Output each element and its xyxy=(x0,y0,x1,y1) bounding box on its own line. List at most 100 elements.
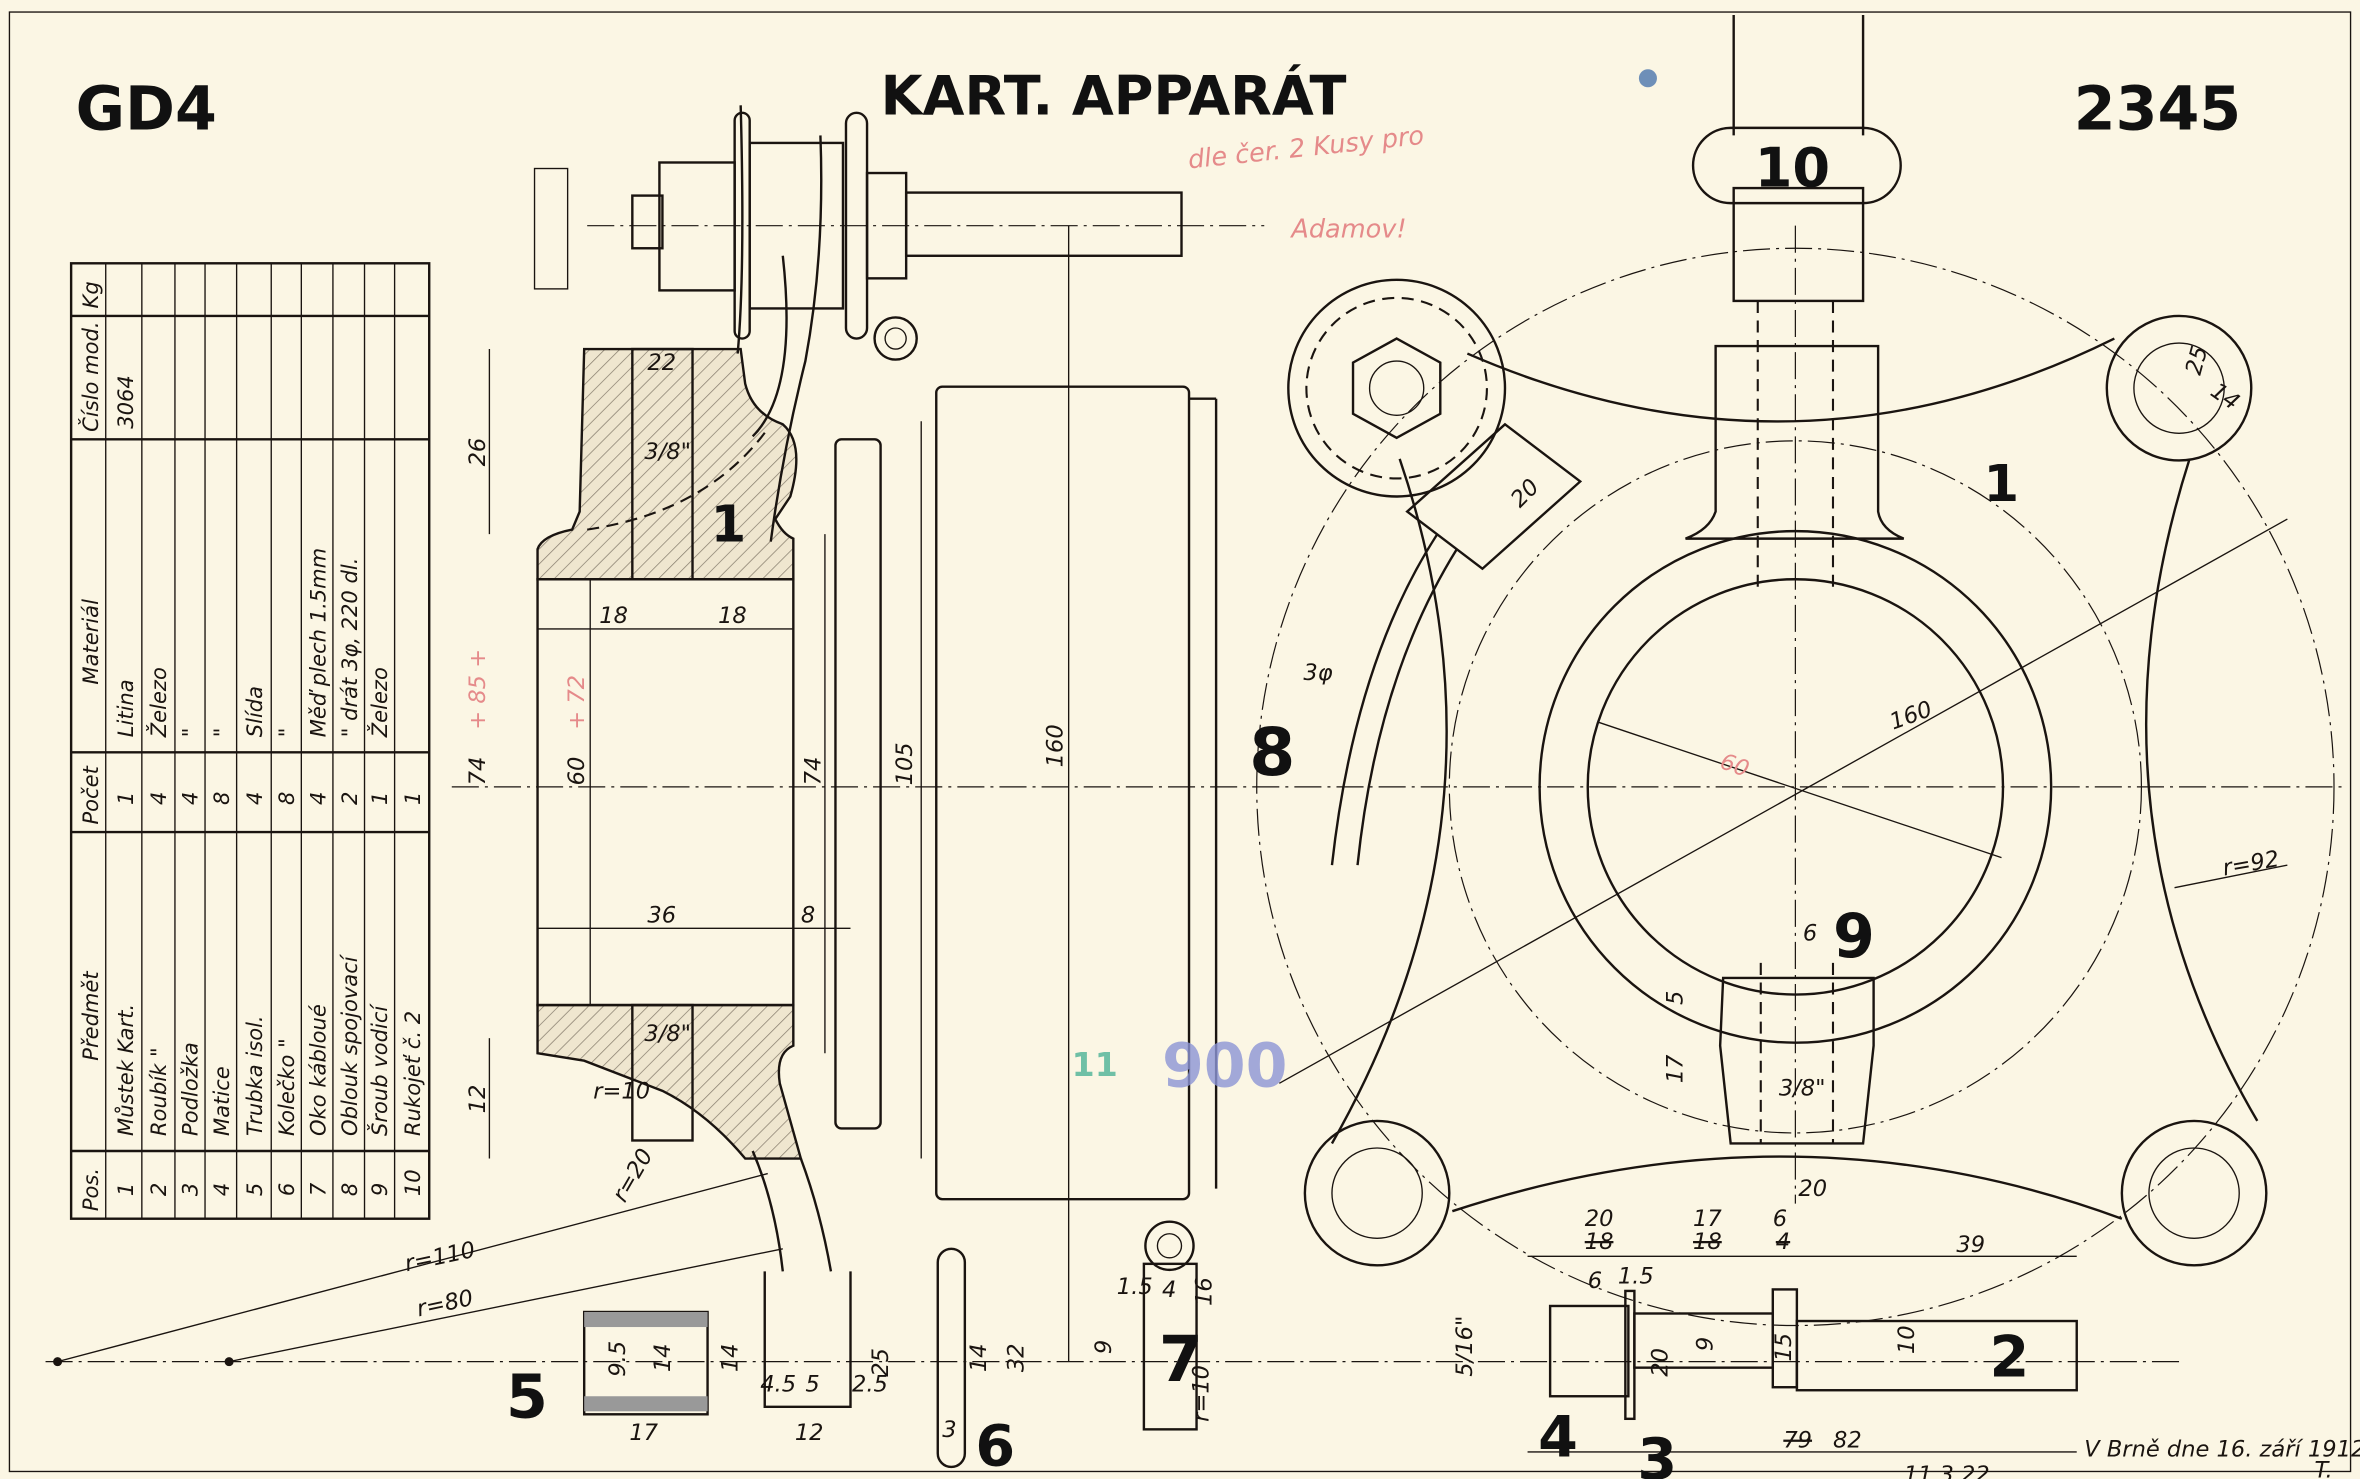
ink-spot xyxy=(1638,69,1657,88)
parts-row-8-material: " drát 3φ, 220 dl. xyxy=(337,558,362,738)
parts-row-5-material: Slída xyxy=(242,686,267,737)
header-material: Materiál xyxy=(78,599,103,685)
parts-row-8-pos: 8 xyxy=(337,1183,362,1196)
dimension-label: 18 xyxy=(1693,1229,1722,1255)
top-shaft-assembly xyxy=(533,111,1265,361)
parts-row-2-item: Roubík " xyxy=(146,1047,171,1136)
part-label-6: 6 xyxy=(975,1413,1015,1479)
dimension-label: 14 xyxy=(966,1343,992,1372)
header-kg: Kg xyxy=(78,281,103,308)
main-plate xyxy=(935,385,1191,1201)
dimension-label: 18 xyxy=(599,603,628,629)
parts-row-3-count: 4 xyxy=(178,792,203,805)
dimension-label: 5/16" xyxy=(1452,1316,1478,1377)
parts-row-2-material: Železo xyxy=(146,667,171,738)
parts-row-6-item: Kolečko " xyxy=(274,1038,299,1136)
part-label-1-front: 1 xyxy=(1983,455,2019,514)
part-labels: 1 1 2 3 4 5 6 7 8 9 10 xyxy=(506,137,2029,1479)
part-label-9: 9 xyxy=(1833,902,1875,972)
parts-row-9-item: Šroub vodicí xyxy=(367,1003,392,1136)
parts-row-7-material: Měď plech 1.5mm xyxy=(305,548,330,737)
dimensions: 22 3/8" 18 18 26 74 60 74 105 160 36 8 1… xyxy=(402,343,2281,1453)
dimension-label: 3 xyxy=(942,1417,956,1443)
part-label-8: 8 xyxy=(1249,714,1295,791)
dimension-label: 79 xyxy=(1783,1427,1812,1453)
parts-row-4-material: " xyxy=(209,728,234,738)
part-label-10: 10 xyxy=(1755,137,1830,200)
parts-row-7-pos: 7 xyxy=(305,1182,330,1196)
red-mark-85: + 85 + xyxy=(465,649,491,730)
parts-row-10-count: 1 xyxy=(400,792,425,805)
parts-row-6-material: " xyxy=(274,728,299,738)
parts-row-5-count: 4 xyxy=(242,792,267,805)
drawing-number: 2345 xyxy=(2074,74,2241,144)
small-parts xyxy=(582,1220,2078,1469)
dimension-label: r=10 xyxy=(593,1078,650,1104)
header-item: Předmět xyxy=(78,971,103,1061)
parts-row-2-pos: 2 xyxy=(146,1183,171,1196)
parts-row-6-pos: 6 xyxy=(274,1183,299,1196)
red-note-line2: Adamov! xyxy=(1289,215,1406,245)
dimension-label: 18 xyxy=(1585,1229,1614,1255)
dimension-label: 3/8" xyxy=(1779,1075,1826,1101)
header-pos: Pos. xyxy=(78,1168,103,1211)
dimension-label: 9.5 xyxy=(605,1341,631,1377)
dimension-label: 4 xyxy=(1162,1277,1176,1303)
dimension-label: 9 xyxy=(1693,1337,1719,1351)
parts-row-1-count: 1 xyxy=(113,792,138,805)
parts-row-10-pos: 10 xyxy=(400,1169,425,1196)
section-view-part-1 xyxy=(53,105,851,1367)
dimension-label: 8 xyxy=(801,902,815,928)
parts-row-9-pos: 9 xyxy=(367,1183,392,1196)
parts-row-7-item: Oko kábloué xyxy=(305,1004,330,1136)
dimension-label: 15 xyxy=(1771,1333,1797,1362)
dimension-label: 25 xyxy=(868,1348,894,1377)
dimension-label: 20 xyxy=(1798,1176,1827,1202)
parts-row-9-material: Železo xyxy=(367,667,392,738)
border xyxy=(8,11,2352,1473)
dimension-label: 17 xyxy=(629,1420,658,1446)
dimension-label: 2.5 xyxy=(852,1372,888,1398)
dimension-label: 39 xyxy=(1956,1232,1985,1258)
dimension-label: 16 xyxy=(1192,1277,1218,1306)
parts-row-1-pos: 1 xyxy=(113,1183,138,1196)
part-label-1-section: 1 xyxy=(711,496,747,555)
dimension-label: 12 xyxy=(795,1420,824,1446)
dimension-label: 160 xyxy=(1043,724,1069,767)
dimension-label: 82 xyxy=(1833,1427,1862,1453)
header-count: Počet xyxy=(78,765,103,824)
revision-date: 11.3.22 xyxy=(1904,1462,1990,1479)
parts-list-table: Pos. Předmět Počet Materiál Číslo mod. K… xyxy=(69,262,431,1220)
dimension-label: 6 xyxy=(1588,1268,1602,1294)
parts-row-4-count: 8 xyxy=(209,792,234,805)
dimension-label: 4.5 xyxy=(760,1372,796,1398)
parts-row-3-item: Podložka xyxy=(178,1042,203,1136)
drafter-initial: T. xyxy=(2314,1457,2332,1479)
red-mark-72: + 72 xyxy=(564,675,590,730)
place-date: V Brně dne 16. září 1912 xyxy=(2084,1436,2360,1462)
parts-row-1-item: Můstek Kart. xyxy=(113,1004,138,1136)
green-stamp: 11 xyxy=(1072,1045,1118,1084)
dimension-label: 5 xyxy=(1663,991,1689,1005)
dimension-label: 20 xyxy=(1550,1364,1579,1390)
dimension-label: 26 xyxy=(465,438,491,467)
parts-row-8-item: Oblouk spojovací xyxy=(337,953,362,1136)
parts-row-3-pos: 3 xyxy=(178,1183,203,1196)
part-label-3: 3 xyxy=(1637,1427,1677,1479)
parts-row-1-model-no: 3064 xyxy=(113,375,138,429)
parts-row-9-count: 1 xyxy=(367,792,392,805)
dimension-label: 14 xyxy=(650,1343,676,1372)
dimension-label: 12 xyxy=(465,1085,491,1114)
dimension-label: 6 xyxy=(1773,1206,1787,1232)
dimension-label: 20 xyxy=(1585,1206,1614,1232)
dimension-label: 1.5 xyxy=(1618,1263,1654,1289)
part-label-2: 2 xyxy=(1989,1325,2029,1391)
dimension-label: 5 xyxy=(805,1372,819,1398)
part-label-4: 4 xyxy=(1538,1404,1578,1470)
dimension-label: 22 xyxy=(647,350,676,376)
front-view xyxy=(1256,15,2335,1327)
dimension-label: 9 xyxy=(1091,1340,1117,1354)
dimension-label: 20 xyxy=(1647,1348,1673,1377)
